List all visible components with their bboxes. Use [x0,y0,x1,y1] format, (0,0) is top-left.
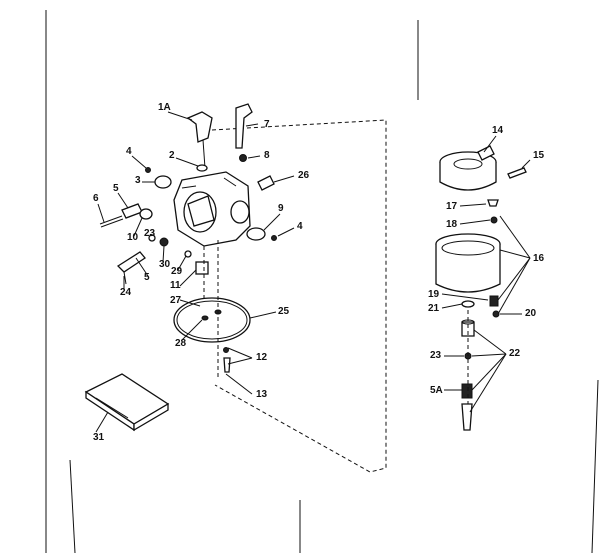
callout-c19: 19 [428,289,440,300]
callout-c8: 8 [264,150,270,161]
spring-part [196,164,208,172]
pin-13-part [223,357,231,373]
float-pin-part [507,167,527,179]
throttle-shaft-part [186,111,213,143]
nozzle-part [195,261,209,275]
pin-12-part [223,347,229,353]
washer-30-part [159,237,169,247]
float-bowl-assembly [435,145,527,431]
callout-c4b: 4 [297,221,303,232]
callout-c20: 20 [525,308,537,319]
callout-c21: 21 [428,303,440,314]
carburetor-assembly [99,103,277,380]
callout-c23b: 23 [430,350,442,361]
callout-c9: 9 [278,203,284,214]
washer-18-part [490,216,498,224]
callout-c5b: 5 [144,272,150,283]
callout-c26: 26 [298,170,310,181]
inlet-28-part [201,315,209,321]
gasket-21-part [461,300,475,308]
callout-c24: 24 [120,287,132,298]
needle-valve-24-part [116,251,146,273]
needle-5A-part [461,383,473,399]
float-part [439,162,497,191]
callout-c23a: 23 [144,228,156,239]
spring-29-part [184,250,192,258]
callout-c4a: 4 [126,146,132,157]
idle-tube-part [121,203,143,219]
bowl-gasket-part [173,297,251,343]
callout-c17: 17 [446,201,458,212]
gasket-9-part [246,227,266,241]
repair-kit-box [84,373,170,432]
float-bowl-part [435,244,501,293]
leader-lines [95,111,531,433]
nut-22-part [461,321,475,337]
welch-plug-part [139,208,153,220]
bowl-screw-part [461,403,473,431]
callout-c1A: 1A [158,102,171,113]
callout-c15: 15 [533,150,545,161]
callout-c31: 31 [93,432,105,443]
callout-c7: 7 [264,119,270,130]
screw-17-part [487,199,499,207]
callout-c2: 2 [169,150,175,161]
callout-c11: 11 [170,280,181,291]
callout-c3: 3 [135,175,141,186]
callout-c18: 18 [446,219,458,230]
callout-c10: 10 [127,232,139,243]
screw-4-lower-part [271,235,277,241]
callout-c16: 16 [533,253,545,264]
callout-c14: 14 [492,125,504,136]
fuel-fitting-part [257,175,275,191]
callout-c22: 22 [509,348,521,359]
callout-c6: 6 [93,193,99,204]
carburetor-group-boundary [211,119,387,473]
callout-c13: 13 [256,389,268,400]
callout-c27: 27 [170,295,182,306]
callout-c29: 29 [171,266,183,277]
callout-c5A: 5A [430,385,443,396]
page-edge-lines [45,10,599,553]
shaft-6-part [99,215,123,225]
callout-c25: 25 [278,306,290,317]
choke-shaft-part [235,103,253,149]
callout-c30: 30 [159,259,171,270]
spring-19-part [489,295,499,307]
screw-4-top-part [145,167,151,173]
callout-c12: 12 [256,352,268,363]
callout-c28: 28 [175,338,187,349]
throttle-plate-part [154,175,172,189]
callout-c5a: 5 [113,183,119,194]
washer-20-part [492,310,500,318]
screw-8-part [239,154,247,162]
